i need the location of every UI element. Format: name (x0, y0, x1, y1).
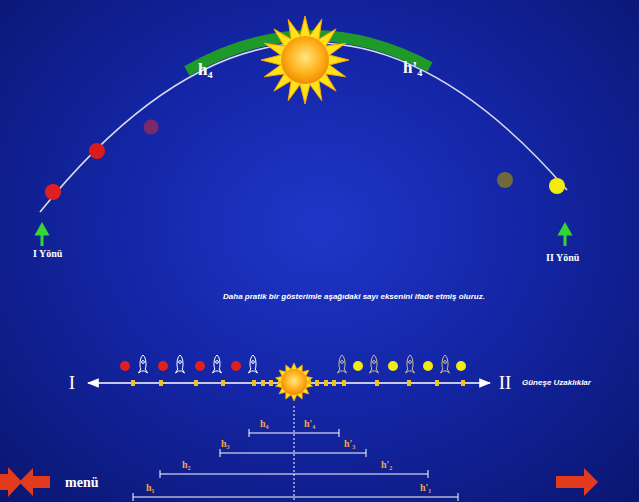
distance-label: h₄ (260, 418, 269, 429)
distance-brackets (133, 429, 458, 501)
nav-arrow (0, 467, 22, 497)
center-line (294, 406, 295, 502)
direction-arrow (560, 225, 570, 246)
direction-arrow (37, 225, 47, 246)
red-dots (120, 361, 241, 371)
distance-label: h'₃ (344, 438, 355, 449)
distance-label: h₂ (182, 459, 191, 470)
distance-label: h₁ (146, 482, 155, 493)
position-dot (45, 184, 61, 200)
note-text: Daha pratik bir gösterimle aşağıdaki say… (223, 293, 485, 302)
rocket-icons (338, 355, 450, 373)
distance-label: h₄ (198, 61, 213, 80)
position-dot (549, 178, 565, 194)
nav-arrow (19, 468, 50, 496)
distance-label: h₃ (221, 438, 230, 449)
axis-end-label: II (499, 373, 512, 394)
distance-label: h'₄ (304, 418, 315, 429)
axis-title: Güneşe Uzaklıklar (522, 379, 591, 388)
axis-end-label: I (69, 373, 75, 394)
sun (276, 363, 313, 401)
sun (261, 16, 349, 104)
distance-label: h'₂ (381, 459, 392, 470)
yellow-dots (353, 361, 466, 371)
position-dot (144, 120, 159, 135)
position-dot (497, 172, 513, 188)
distance-label: h'₄ (403, 59, 422, 78)
distance-label: h'₁ (420, 482, 431, 493)
menu-label: menü (65, 475, 98, 490)
nav-arrow (556, 468, 598, 496)
direction-label: I Yönü (33, 248, 62, 259)
direction-label: II Yönü (546, 252, 579, 263)
position-dot (89, 143, 105, 159)
rocket-icons (139, 355, 258, 373)
